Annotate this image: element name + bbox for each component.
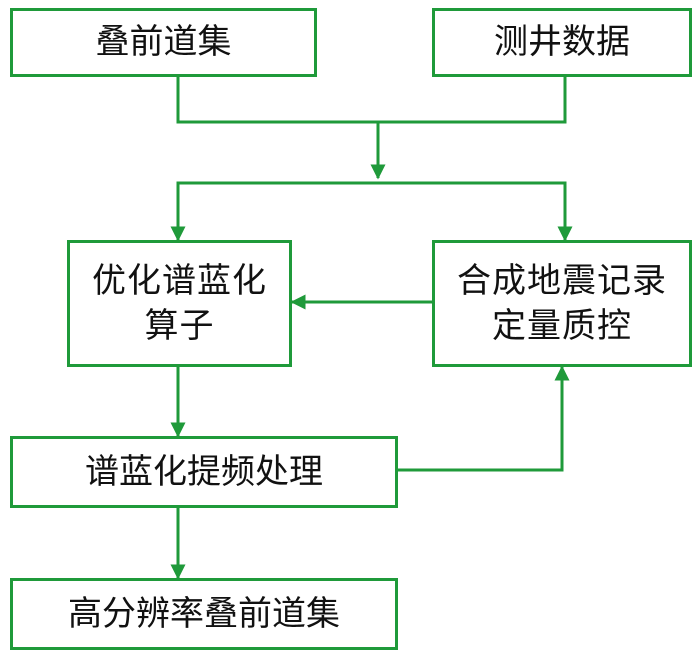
node-label: 合成地震记录定量质控 xyxy=(457,261,667,346)
node-spectral-blueing: 谱蓝化提频处理 xyxy=(10,436,398,508)
node-label: 高分辨率叠前道集 xyxy=(68,593,340,634)
node-high-res-gathers: 高分辨率叠前道集 xyxy=(10,578,398,650)
node-prestack-gathers: 叠前道集 xyxy=(10,8,317,77)
node-optimize-operator: 优化谱蓝化算子 xyxy=(67,240,292,367)
node-label: 优化谱蓝化算子 xyxy=(92,261,267,346)
connector-gathers-to-merge xyxy=(176,77,567,124)
node-label: 叠前道集 xyxy=(95,22,232,63)
node-label: 测井数据 xyxy=(494,22,630,63)
node-well-data: 测井数据 xyxy=(432,8,692,77)
node-synthetic-qc: 合成地震记录定量质控 xyxy=(432,240,692,367)
node-label: 谱蓝化提频处理 xyxy=(85,451,323,492)
arrow-blueing-to-qc xyxy=(398,365,570,472)
connector-split xyxy=(176,181,567,240)
